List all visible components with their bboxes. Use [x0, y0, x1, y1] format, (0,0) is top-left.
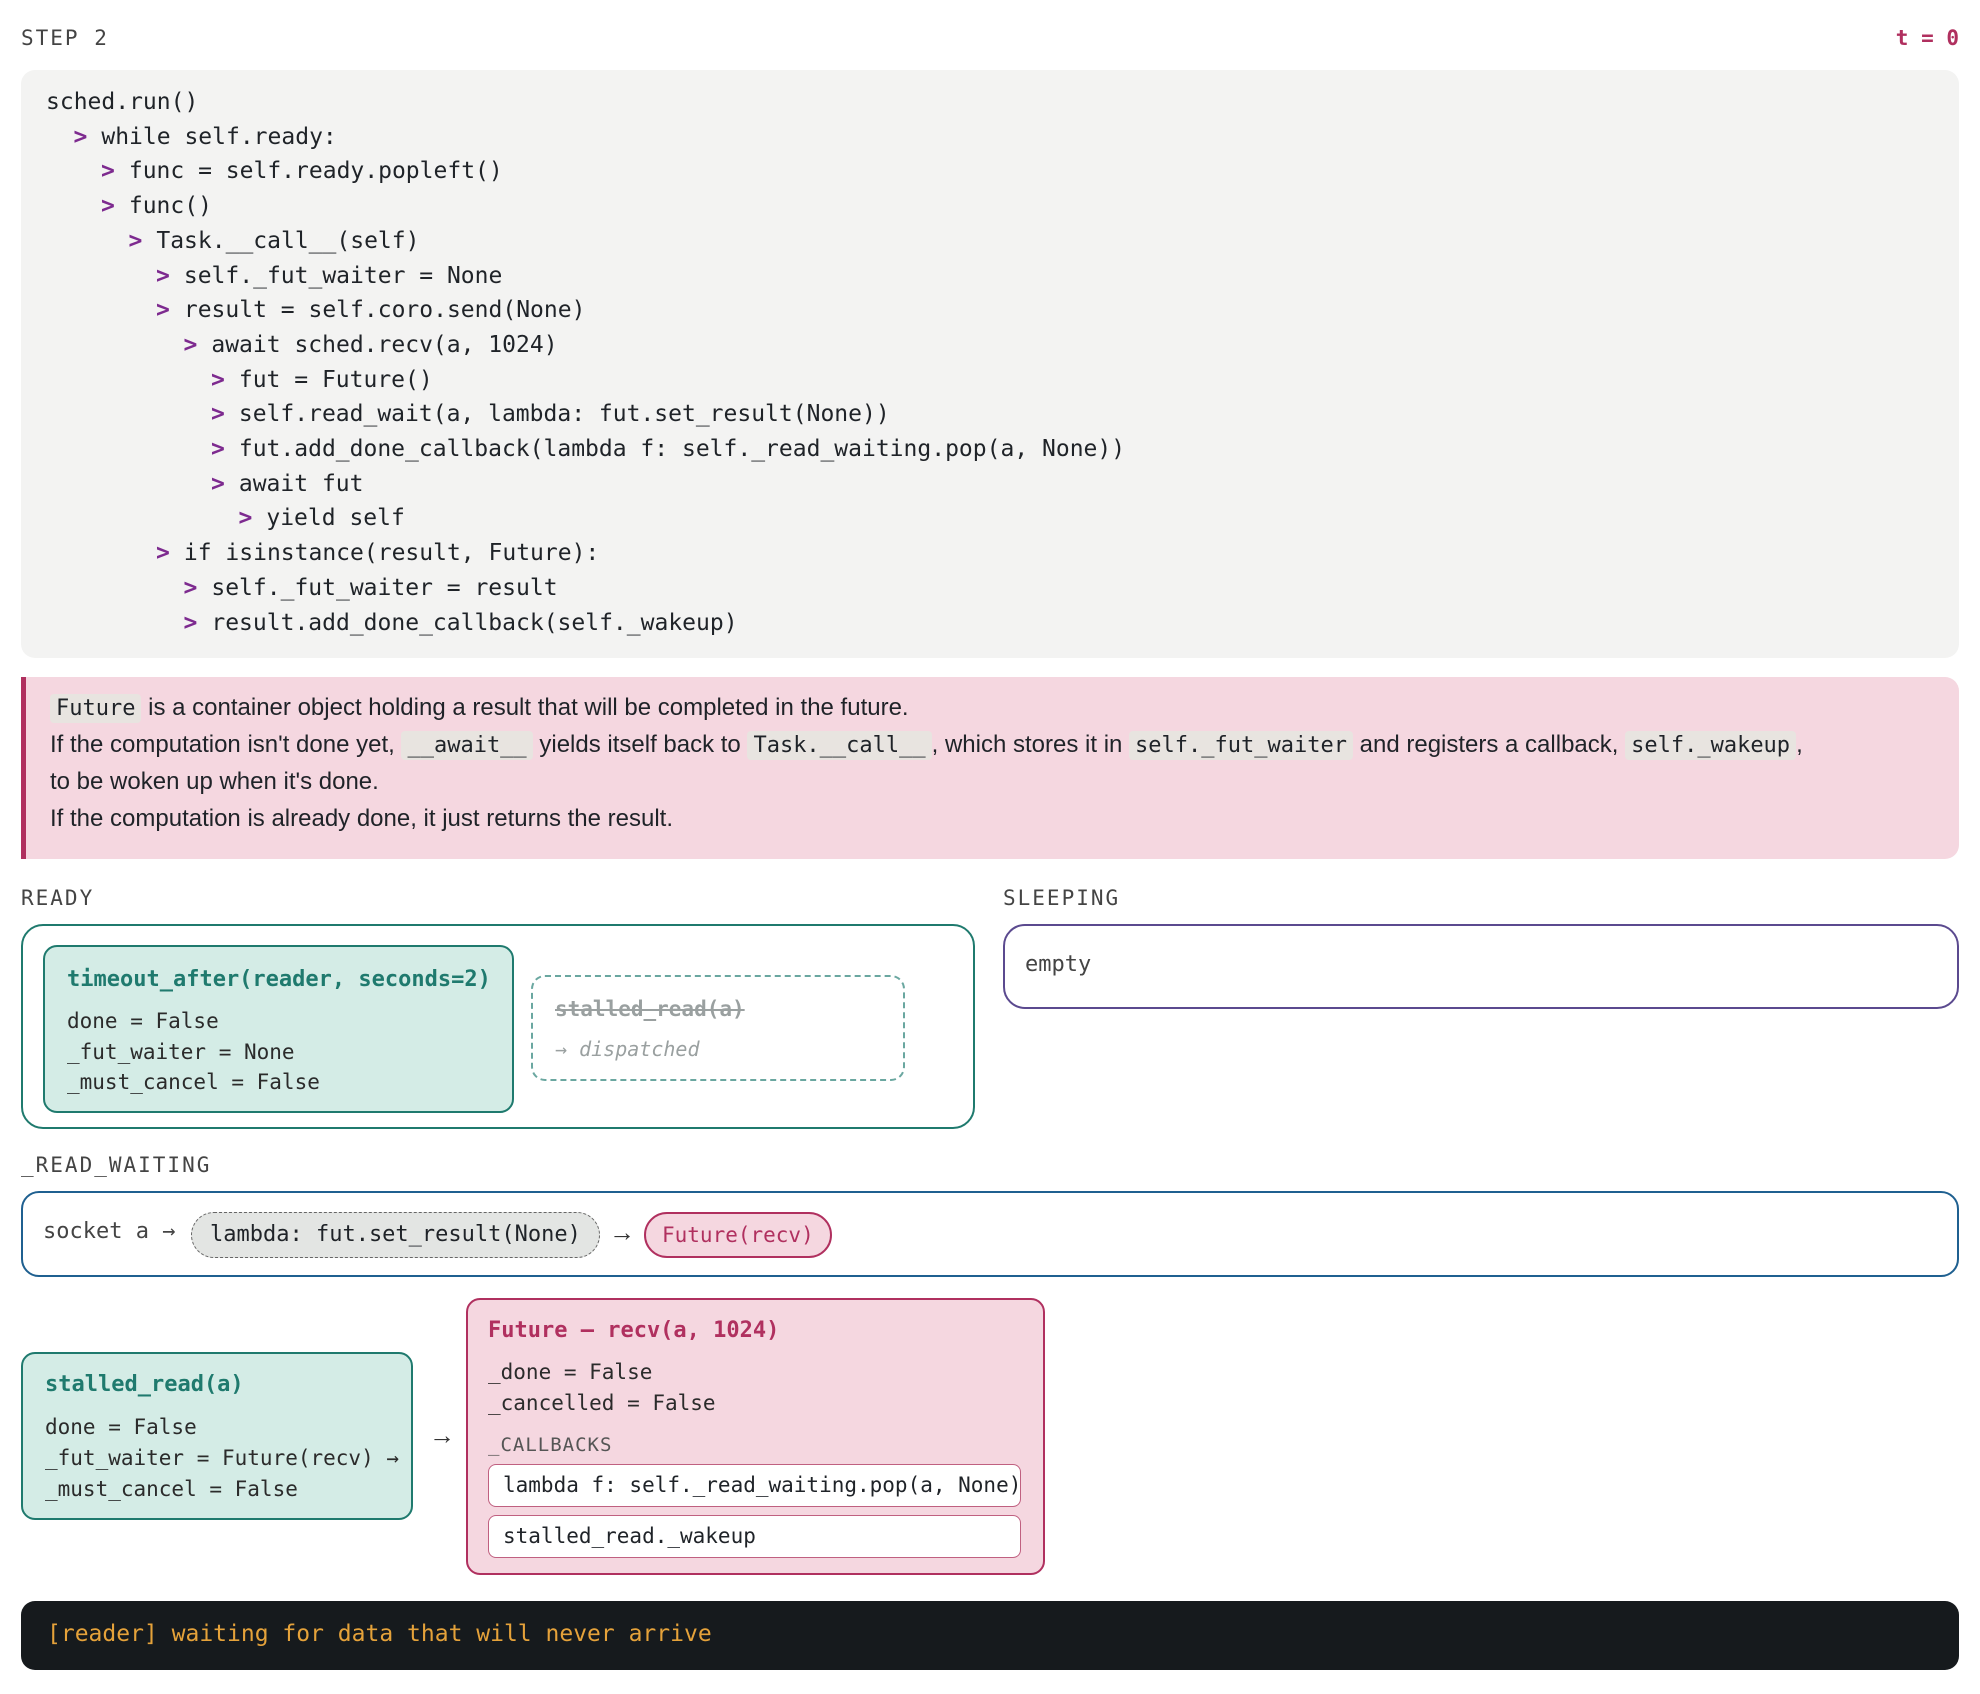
step-label: STEP 2 [21, 26, 109, 50]
socket-key: socket a → [43, 1219, 176, 1244]
console-text: [reader] waiting for data that will neve… [47, 1621, 712, 1647]
code-text: fut = Future() [238, 366, 433, 393]
code-text: result.add_done_callback(self._wakeup) [211, 609, 738, 636]
code-chip-future: Future [50, 694, 142, 723]
chevron-right-icon: > [211, 436, 225, 462]
console-output: [reader] waiting for data that will neve… [21, 1601, 1959, 1670]
chevron-right-icon: > [73, 123, 88, 150]
dispatched-title: stalled_read(a) [555, 997, 745, 1021]
code-chip-task-call: Task.__call__ [747, 731, 932, 760]
code-text: await sched.recv(a, 1024) [211, 331, 558, 358]
code-chip-await: __await__ [401, 731, 533, 760]
code-line: > self._fut_waiter = result [184, 573, 558, 603]
task-attr-fut-waiter: _fut_waiter = None [67, 1040, 295, 1064]
code-chip-wakeup: self._wakeup [1625, 731, 1797, 760]
note-line-2: If the computation isn't done yet, __awa… [50, 731, 1803, 760]
code-text: if isinstance(result, Future): [183, 540, 600, 567]
code-line: sched.run() [46, 87, 198, 117]
task-title: timeout_after(reader, seconds=2) [67, 967, 491, 992]
chevron-right-icon: > [183, 331, 198, 358]
task-attr-must-cancel: _must_cancel = False [67, 1070, 320, 1094]
callbacks-label: _CALLBACKS [488, 1434, 613, 1456]
code-line: > result.add_done_callback(self._wakeup) [184, 608, 738, 638]
code-line: > fut = Future() [211, 365, 433, 395]
future-attr-done: _done = False [488, 1360, 653, 1384]
code-text: self._fut_waiter = result [211, 574, 558, 601]
time-label: t = 0 [1895, 26, 1959, 50]
code-text: Task.__call__(self) [156, 227, 420, 254]
future-recv-pill[interactable]: Future(recv) [644, 1212, 832, 1258]
lambda-callback-pill[interactable]: lambda: fut.set_result(None) [191, 1212, 600, 1258]
chevron-right-icon: > [211, 470, 225, 497]
arrow-icon: → [429, 1420, 455, 1450]
arrow-icon: → [609, 1217, 635, 1247]
ready-label: READY [21, 886, 95, 910]
dispatched-subtitle: → dispatched [555, 1037, 700, 1061]
task-title: stalled_read(a) [45, 1372, 244, 1397]
explanation-note: Future is a container object holding a r… [21, 677, 1959, 859]
code-trace-panel: sched.run() > while self.ready: > func = sel… [21, 70, 1959, 658]
chevron-right-icon: > [183, 574, 198, 601]
callback-item[interactable]: lambda f: self._read_waiting.pop(a, None… [488, 1464, 1021, 1507]
code-text: while self.ready: [101, 123, 337, 150]
read-waiting-table: socket a → lambda: fut.set_result(None) … [21, 1191, 1959, 1277]
sleeping-queue: empty [1003, 924, 1959, 1009]
code-line: > result = self.coro.send(None) [156, 295, 585, 325]
task-attr-fut-waiter: _fut_waiter = Future(recv) → [45, 1446, 400, 1470]
task-attr-must-cancel: _must_cancel = False [45, 1477, 298, 1501]
code-text: await fut [238, 470, 364, 497]
task-card-stalled-read[interactable]: stalled_read(a) done = False _fut_waiter… [21, 1352, 413, 1520]
note-line-1: Future is a container object holding a r… [50, 691, 909, 725]
code-line: > func() [101, 191, 212, 221]
code-text: fut.add_done_callback(lambda f: self._re… [238, 436, 1126, 462]
note-line-3: to be woken up when it's done. [50, 768, 379, 795]
future-attr-cancelled: _cancelled = False [488, 1391, 716, 1415]
task-attr-done: done = False [67, 1009, 219, 1033]
chevron-right-icon: > [101, 158, 115, 185]
ready-queue: timeout_after(reader, seconds=2) done = … [21, 924, 975, 1129]
code-text: self.read_wait(a, lambda: fut.set_result… [238, 401, 890, 428]
code-text: func = self.ready.popleft() [128, 158, 503, 185]
chevron-right-icon: > [211, 366, 225, 393]
code-text: result = self.coro.send(None) [183, 297, 586, 324]
code-text: self._fut_waiter = None [183, 262, 503, 289]
future-title: Future — recv(a, 1024) [488, 1318, 780, 1343]
note-line-4: If the computation is already done, it j… [50, 805, 673, 832]
code-line: > await fut [211, 469, 363, 499]
chevron-right-icon: > [156, 262, 170, 289]
sleeping-empty-text: empty [1025, 952, 1092, 977]
dispatched-task-card: stalled_read(a) → dispatched [531, 975, 905, 1081]
code-line: > yield self [239, 503, 405, 533]
code-line: > self._fut_waiter = None [156, 261, 502, 291]
future-card[interactable]: Future — recv(a, 1024) _done = False _ca… [466, 1298, 1045, 1575]
code-text: yield self [266, 505, 405, 532]
sleeping-label: SLEEPING [1003, 886, 1121, 910]
chevron-right-icon: > [238, 505, 253, 532]
step-header: STEP 2 t = 0 [21, 22, 1959, 52]
chevron-right-icon: > [211, 401, 225, 428]
code-line: > Task.__call__(self) [129, 226, 420, 256]
code-line: > await sched.recv(a, 1024) [184, 330, 558, 360]
chevron-right-icon: > [101, 193, 115, 220]
chevron-right-icon: > [156, 297, 170, 324]
code-line: > if isinstance(result, Future): [156, 538, 599, 568]
code-text: sched.run() [46, 89, 199, 115]
chevron-right-icon: > [128, 227, 143, 254]
code-line: > while self.ready: [74, 122, 337, 152]
chevron-right-icon: > [183, 609, 198, 636]
code-line: > func = self.ready.popleft() [101, 156, 503, 186]
chevron-right-icon: > [156, 540, 170, 567]
code-line: > self.read_wait(a, lambda: fut.set_resul… [211, 399, 890, 429]
code-chip-fut-waiter: self._fut_waiter [1129, 731, 1353, 760]
code-line: > fut.add_done_callback(lambda f: self._r… [211, 434, 1125, 464]
callback-item[interactable]: stalled_read._wakeup [488, 1515, 1021, 1558]
task-attr-done: done = False [45, 1415, 197, 1439]
read-waiting-label: _READ_WAITING [21, 1153, 212, 1177]
code-text: func() [128, 193, 212, 220]
task-card-timeout-after[interactable]: timeout_after(reader, seconds=2) done = … [43, 945, 514, 1113]
